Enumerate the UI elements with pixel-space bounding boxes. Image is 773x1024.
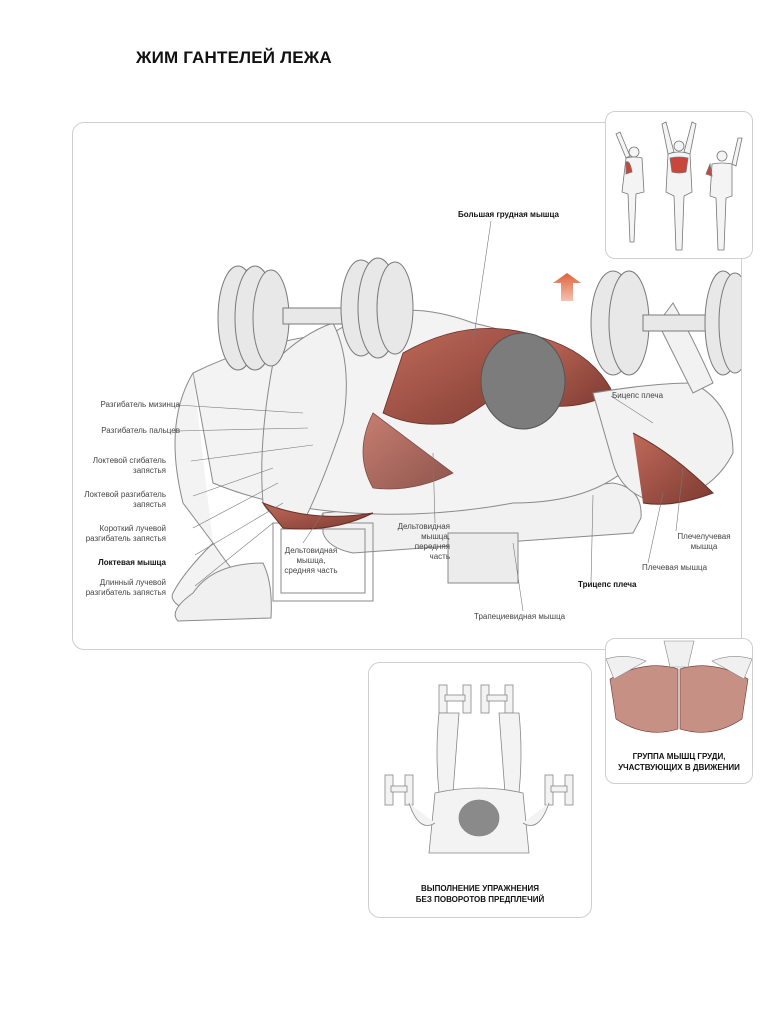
label-brachioradialis: Плечелучевая мышца	[672, 532, 736, 552]
label-biceps: Бицепс плеча	[612, 391, 664, 400]
leader-lines	[176, 220, 684, 612]
up-arrow-icon	[553, 273, 581, 301]
label-line: Плечелучевая	[677, 532, 731, 541]
label-line: Дельтовидная	[284, 546, 338, 555]
label-extensor-digitorum: Разгибатель пальцев	[101, 426, 180, 435]
label-line: средняя часть	[284, 566, 338, 575]
label-line: мышца	[690, 542, 718, 551]
label-deltoid-front: Дельтовидная мышца, передняя часть	[380, 522, 450, 562]
label-extensor-digiti-minimi: Разгибатель мизинца	[100, 400, 180, 409]
label-line: Дельтовидная	[397, 522, 450, 531]
label-line: передняя	[414, 542, 450, 551]
shoe	[174, 562, 272, 622]
demo-caption: ВЫПОЛНЕНИЕ УПРАЖНЕНИЯ БЕЗ ПОВОРОТОВ ПРЕД…	[369, 883, 591, 905]
bench-press-illustration	[171, 220, 741, 622]
label-line: Длинный лучевой	[99, 578, 166, 587]
caption-line: ГРУППА МЫШЦ ГРУДИ,	[632, 752, 726, 761]
label-line: разгибатель запястья	[85, 534, 166, 543]
label-line: Локтевой сгибатель	[92, 456, 166, 465]
page-title: ЖИМ ГАНТЕЛЕЙ ЛЕЖА	[136, 48, 332, 67]
bench	[272, 482, 642, 602]
label-triceps: Трицепс плеча	[578, 580, 637, 589]
exercise-demo-panel: ВЫПОЛНЕНИЕ УПРАЖНЕНИЯ БЕЗ ПОВОРОТОВ ПРЕД…	[368, 662, 592, 918]
label-line: Короткий лучевой	[99, 524, 166, 533]
right-dumbbell	[590, 270, 741, 376]
left-arm	[261, 322, 374, 530]
label-line: запястья	[133, 466, 166, 475]
label-pectoralis-major: Большая грудная мышца	[458, 210, 559, 219]
label-extensor-carpi-radialis-longus: Длинный лучевой разгибатель запястья	[60, 578, 166, 598]
muscle-map-thumbnail	[605, 111, 753, 259]
label-line: Локтевой разгибатель	[84, 490, 166, 499]
label-trapezius: Трапециевидная мышца	[474, 612, 566, 621]
label-extensor-carpi-radialis-brevis: Короткий лучевой разгибатель запястья	[60, 524, 166, 544]
label-line: часть	[429, 552, 450, 561]
label-line: разгибатель запястья	[85, 588, 166, 597]
label-flexor-carpi-ulnaris: Локтевой сгибатель запястья	[60, 456, 166, 476]
label-anconeus: Локтевая мышца	[98, 558, 166, 567]
chest-muscle-illustration	[606, 640, 752, 733]
label-extensor-carpi-ulnaris: Локтевой разгибатель запястья	[60, 490, 166, 510]
chest-caption: ГРУППА МЫШЦ ГРУДИ, УЧАСТВУЮЩИХ В ДВИЖЕНИ…	[606, 751, 752, 773]
label-deltoid-middle: Дельтовидная мышца, средняя часть	[276, 546, 346, 576]
caption-line: УЧАСТВУЮЩИХ В ДВИЖЕНИИ	[618, 763, 740, 772]
label-line: мышца,	[296, 556, 326, 565]
left-dumbbell	[217, 257, 414, 371]
caption-line: БЕЗ ПОВОРОТОВ ПРЕДПЛЕЧИЙ	[415, 895, 545, 904]
caption-line: ВЫПОЛНЕНИЕ УПРАЖНЕНИЯ	[421, 884, 539, 893]
head	[480, 332, 566, 430]
label-line: запястья	[133, 500, 166, 509]
chest-muscle-group-panel: ГРУППА МЫШЦ ГРУДИ, УЧАСТВУЮЩИХ В ДВИЖЕНИ…	[605, 638, 753, 784]
three-figures-illustration	[615, 121, 743, 251]
label-line: мышца,	[421, 532, 450, 541]
top-view-illustration	[384, 684, 574, 854]
label-brachialis: Плечевая мышца	[642, 563, 708, 572]
